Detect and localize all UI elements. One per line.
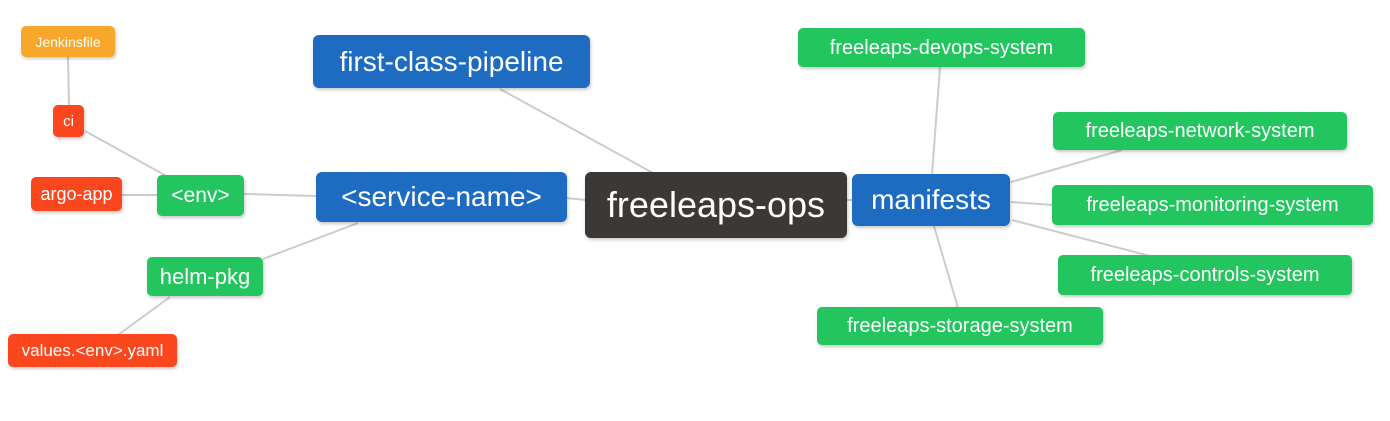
node-first-class-pipeline[interactable]: first-class-pipeline [313, 35, 590, 88]
node-ci[interactable]: ci [53, 105, 84, 137]
node-freeleaps-storage-system[interactable]: freeleaps-storage-system [817, 307, 1103, 345]
node-env[interactable]: <env> [157, 175, 244, 216]
node-argo-app[interactable]: argo-app [31, 177, 122, 211]
node-freeleaps-network-system[interactable]: freeleaps-network-system [1053, 112, 1347, 150]
node-freeleaps-controls-system[interactable]: freeleaps-controls-system [1058, 255, 1352, 295]
node-manifests[interactable]: manifests [852, 174, 1010, 226]
node-freeleaps-devops-system[interactable]: freeleaps-devops-system [798, 28, 1085, 67]
node-freeleaps-ops-root[interactable]: freeleaps-ops [585, 172, 847, 238]
node-service-name[interactable]: <service-name> [316, 172, 567, 222]
node-jenkinsfile[interactable]: Jenkinsfile [21, 26, 115, 57]
node-values-env-yaml[interactable]: values.<env>.yaml [8, 334, 177, 367]
node-freeleaps-monitoring-system[interactable]: freeleaps-monitoring-system [1052, 185, 1373, 225]
node-helm-pkg[interactable]: helm-pkg [147, 257, 263, 296]
